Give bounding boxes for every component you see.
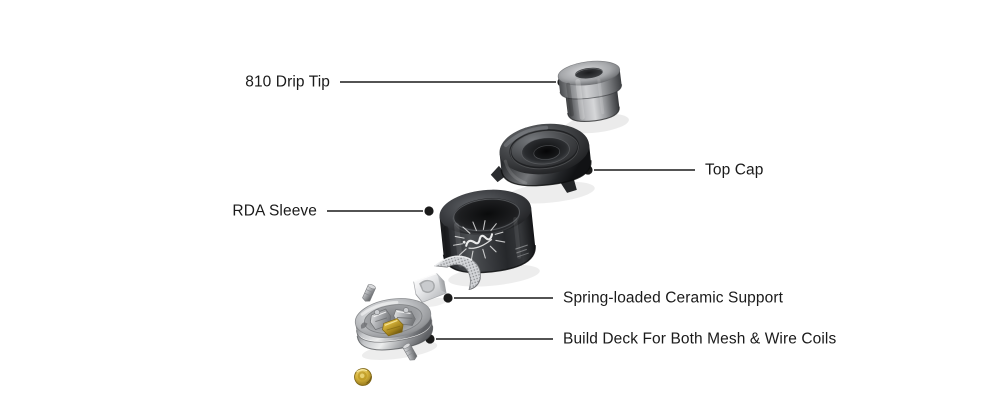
part-deck-screw-top <box>362 284 376 302</box>
leader-drip-tip <box>340 77 567 87</box>
part-top-cap <box>490 123 595 204</box>
part-drip-tip <box>557 60 629 134</box>
part-positive-pin <box>354 368 372 386</box>
deck-screwhead-left <box>374 309 380 316</box>
label-rda-sleeve: RDA Sleeve <box>232 202 317 220</box>
leader-dot-rda-sleeve <box>424 206 434 216</box>
top-cap-tab-left <box>490 165 507 183</box>
leader-ceramic-support <box>443 293 553 303</box>
part-mesh-strip <box>434 255 481 291</box>
leader-top-cap <box>583 165 695 175</box>
deck-screwhead-right <box>403 307 409 314</box>
sleeve-engraving <box>453 220 506 261</box>
label-top-cap: Top Cap <box>705 161 764 179</box>
leader-build-deck <box>425 334 553 344</box>
label-build-deck: Build Deck For Both Mesh & Wire Coils <box>563 330 837 348</box>
part-rda-sleeve <box>439 189 540 287</box>
leader-dot-ceramic-support <box>443 293 453 303</box>
leader-lines-group <box>327 77 695 344</box>
part-build-deck <box>354 298 438 360</box>
label-ceramic-support: Spring-loaded Ceramic Support <box>563 289 784 307</box>
sleeve-fine-print <box>515 244 529 258</box>
leader-rda-sleeve <box>327 206 434 216</box>
deck-gold-block <box>382 318 404 337</box>
part-deck-screw-bottom <box>402 343 418 361</box>
label-drip-tip: 810 Drip Tip <box>245 73 330 91</box>
